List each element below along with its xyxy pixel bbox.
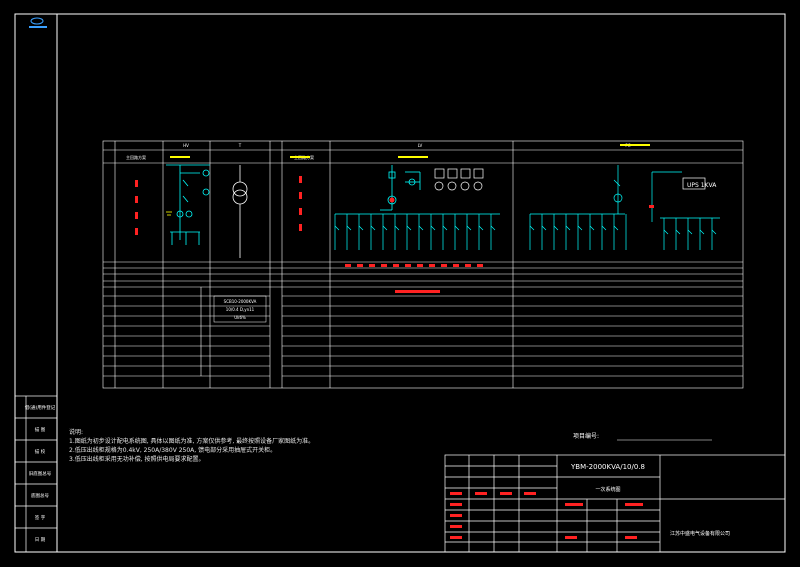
lv-incoming [335, 165, 500, 215]
pc-red-tag [649, 205, 654, 208]
red-vertical-labels [135, 176, 302, 235]
notes-title: 说明: [69, 429, 84, 436]
transformer-spec-2: Uk6% [234, 315, 246, 320]
notes-line-3: 3.低压出线柜采用无功补偿, 按照供电局要求配置。 [69, 456, 205, 463]
lv-feeders [334, 214, 496, 250]
lv-indicator [389, 197, 395, 203]
strip-label-6: 日 期 [35, 537, 46, 543]
section-hv: HV [183, 143, 189, 148]
left-title-1: 主回路方案 [126, 154, 146, 160]
ups-box [682, 177, 706, 190]
table-red-tag [395, 290, 440, 293]
project-label: 项目编号: [573, 432, 599, 440]
yellow-marks [170, 144, 650, 158]
strip-label-2: 描 校 [35, 448, 46, 455]
transformer-spec-box [213, 295, 267, 323]
title-drawing-name: 一次系统图 [595, 486, 620, 493]
transformer-spec-0: SCB10-2000KVA [224, 299, 257, 304]
title-model: YBM-2000KVA/10/0.8 [570, 463, 645, 471]
pc-circuit [529, 165, 720, 250]
strip-label-5: 签 字 [35, 514, 46, 521]
title-company: 江苏中盛电气设备有限公司 [670, 530, 730, 537]
transformer-spec-1: 10/0.4 D,yn11 [226, 307, 255, 312]
strip-label-3: 旧底图总号 [29, 470, 52, 477]
section-lv: LV [418, 143, 423, 148]
ups-label: UPS 1KVA [687, 182, 717, 189]
left-strip [14, 395, 58, 553]
title-block-red-marks [450, 492, 643, 539]
hv-circuit [166, 164, 210, 245]
strip-label-0: 借(通)用件登记 [25, 404, 56, 411]
transformer-symbol [232, 165, 248, 258]
notes-line-2: 2.低压出线柜规格为0.4kV, 250A/380V 250A, 馈电部分采用抽… [69, 447, 277, 454]
title-block [444, 454, 786, 553]
hv-earth [166, 211, 172, 216]
notes-line-1: 1.图纸为初步设计配电系统图, 具体以图纸为准, 方案仅供参考, 最终按照设备厂… [69, 438, 315, 445]
notes: 说明: 1.图纸为初步设计配电系统图, 具体以图纸为准, 方案仅供参考, 最终按… [69, 428, 314, 464]
lv-meters [434, 168, 484, 191]
strip-label-1: 描 图 [35, 426, 46, 433]
lv-red-tags [345, 264, 483, 267]
company-logo-icon [29, 17, 47, 28]
section-t: T [238, 143, 242, 148]
outer-frame [14, 13, 786, 553]
strip-label-4: 底图总号 [31, 492, 49, 499]
diagram-table [102, 140, 744, 389]
